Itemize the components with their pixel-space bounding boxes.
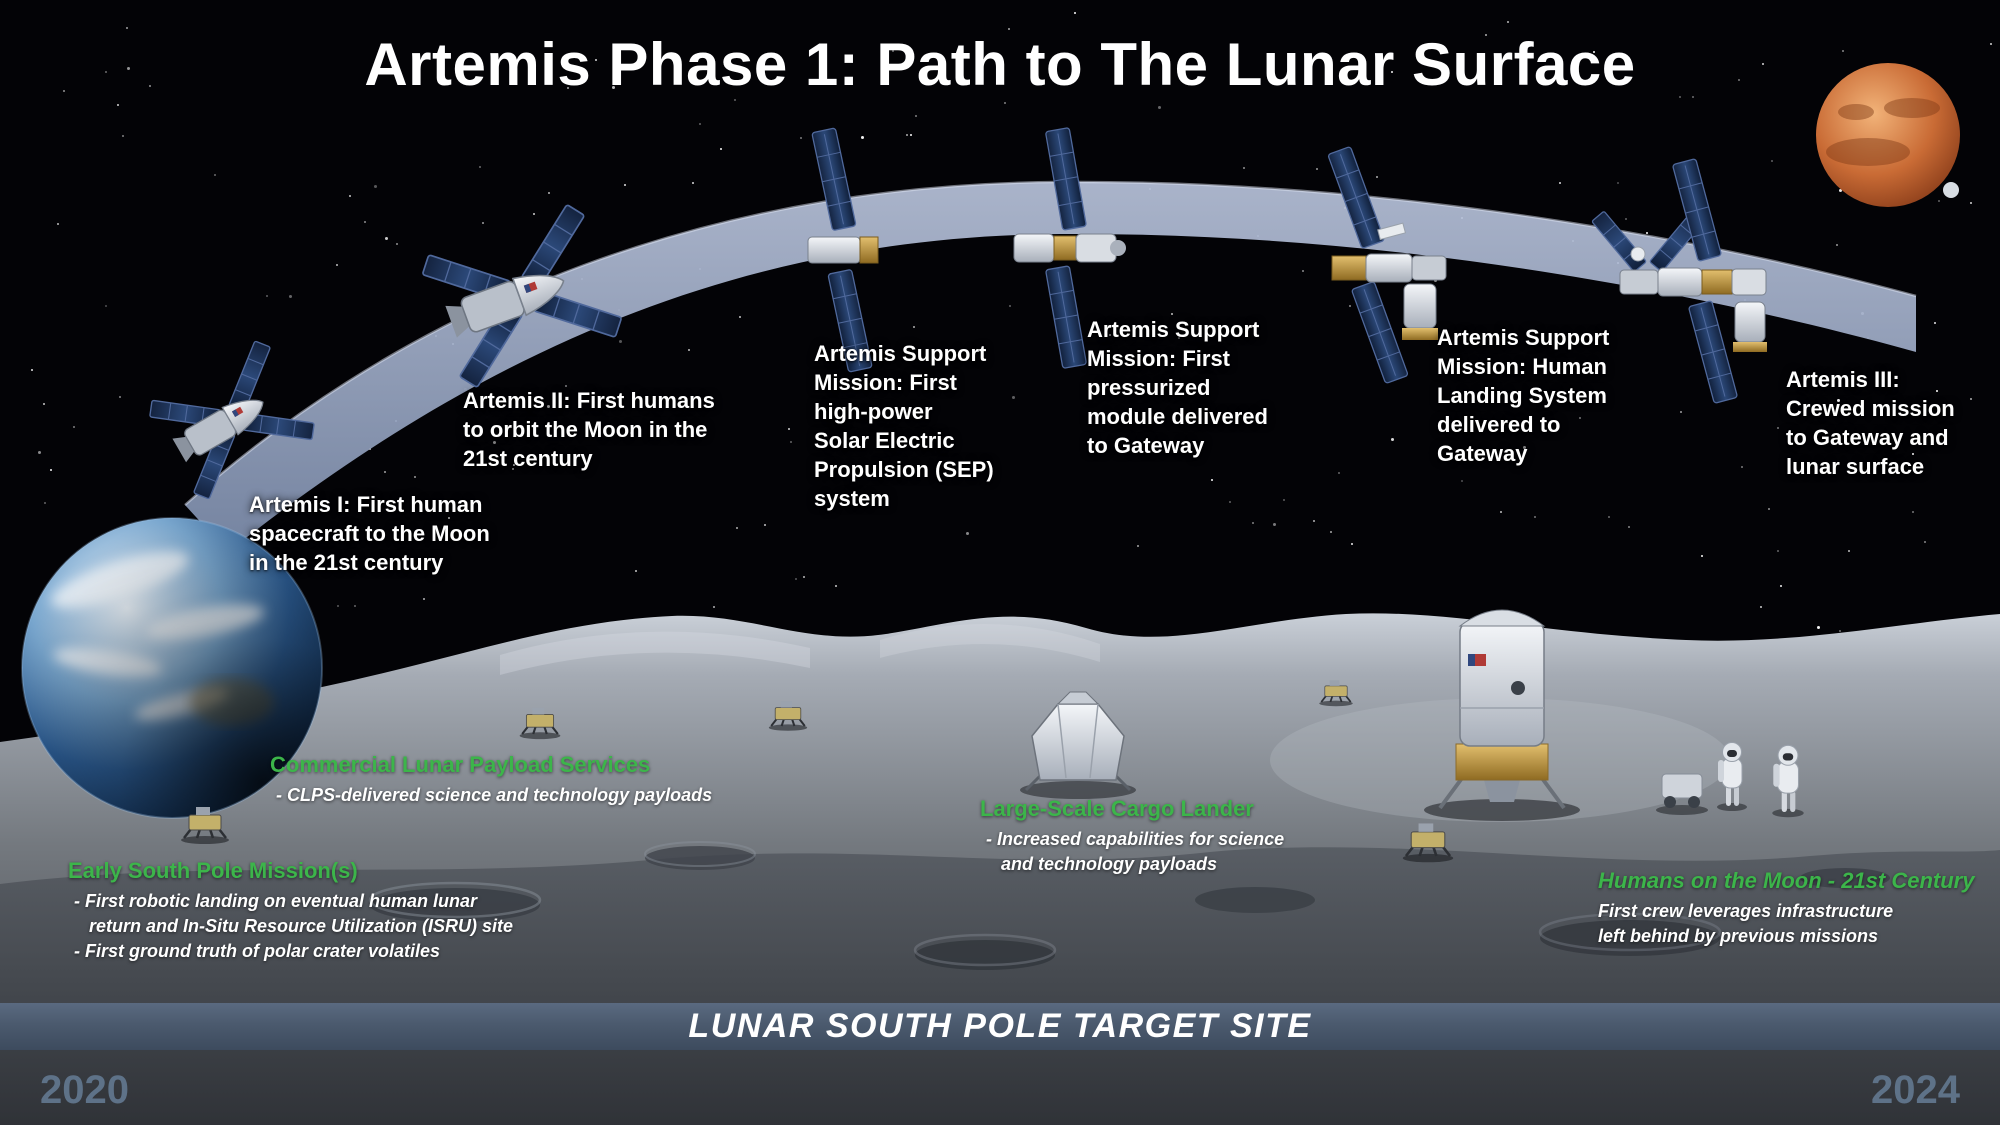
mission-label-support-hls: Artemis Support Mission: Human Landing S…: [1437, 325, 1610, 467]
callout-clps-body: - CLPS-delivered science and technology …: [276, 785, 713, 805]
callout-cargo-lander-heading: Large-Scale Cargo Lander: [980, 796, 1254, 821]
mission-label-support-sep: Artemis Support Mission: First high-powe…: [814, 341, 994, 512]
callout-humans-on-moon-body: First crew leverages infrastructure left…: [1598, 901, 1894, 947]
south-pole-banner: LUNAR SOUTH POLE TARGET SITE: [0, 1003, 2000, 1050]
callout-humans-on-moon-heading: Humans on the Moon - 21st Century: [1598, 868, 1975, 893]
mission-label-artemis-1: Artemis I: First human spacecraft to the…: [249, 492, 490, 576]
callout-early-south-pole-body: - First robotic landing on eventual huma…: [74, 891, 514, 962]
mars-illustration: [1816, 63, 1960, 207]
timeline-start-year: 2020: [40, 1068, 129, 1112]
gateway-artemis-3-icon: [1591, 157, 1767, 405]
gateway-pressurized-module-icon: [1013, 126, 1126, 370]
equipment-cart-icon: [1656, 773, 1708, 815]
infographic-title: Artemis Phase 1: Path to The Lunar Surfa…: [364, 31, 1636, 98]
timeline-end-year: 2024: [1871, 1068, 1960, 1112]
callout-cargo-lander: Large-Scale Cargo Lander - Increased cap…: [980, 796, 1284, 877]
human-landing-system-icon: [1424, 609, 1580, 821]
gateway-hls-icon: [1327, 145, 1447, 385]
callout-clps: Commercial Lunar Payload Services - CLPS…: [270, 752, 712, 808]
cargo-lander-icon: [1020, 691, 1136, 799]
callout-early-south-pole: Early South Pole Mission(s) - First robo…: [68, 858, 513, 965]
callout-cargo-lander-body: - Increased capabilities for science and…: [986, 829, 1285, 875]
south-pole-banner-label: LUNAR SOUTH POLE TARGET SITE: [688, 1007, 1312, 1045]
mission-label-artemis-3: Artemis III: Crewed mission to Gateway a…: [1786, 367, 1955, 480]
mission-label-support-pressurized: Artemis Support Mission: First pressuriz…: [1087, 317, 1268, 459]
callout-humans-on-moon: Humans on the Moon - 21st Century First …: [1598, 868, 1974, 949]
callout-clps-heading: Commercial Lunar Payload Services: [270, 752, 651, 777]
sep-module-icon: [807, 127, 879, 373]
craters: [368, 841, 1890, 970]
mission-label-artemis-2: Artemis II: First humans to orbit the Mo…: [463, 388, 715, 472]
callout-early-south-pole-heading: Early South Pole Mission(s): [68, 858, 358, 883]
earth-illustration: [21, 517, 323, 819]
